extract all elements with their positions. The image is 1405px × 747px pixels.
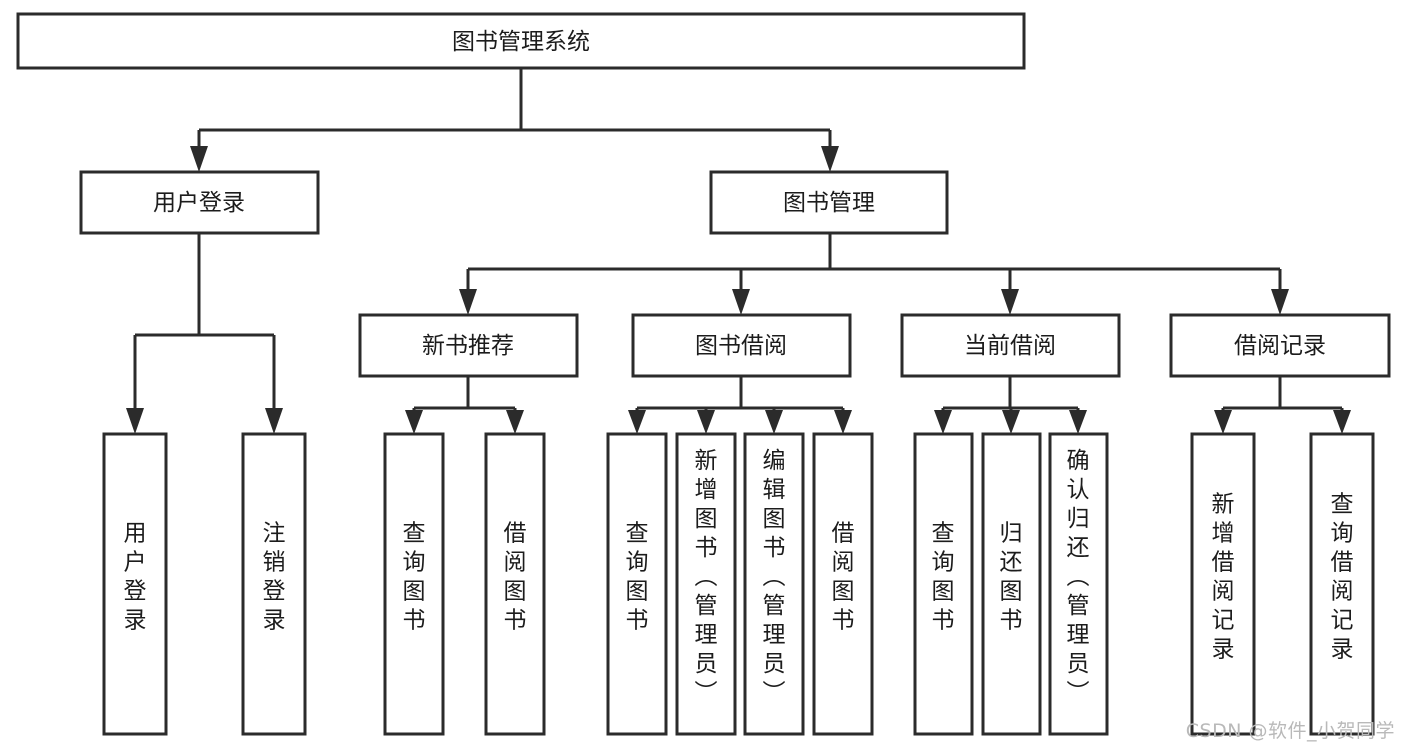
leaf-label-br-add-record: 新增借阅记录 — [1212, 492, 1235, 663]
arrow-icon-book-manage — [821, 146, 839, 172]
leaf-label-bb-edit-book: 编辑图书︵管理员︶ — [763, 448, 786, 706]
leaf-box-user-login[interactable] — [102, 432, 168, 736]
node-book-manage[interactable]: 图书管理 — [709, 170, 949, 235]
leaf-label-cb-confirm-return: 确认归还︵管理员︶ — [1067, 448, 1090, 706]
node-root-label: 图书管理系统 — [452, 29, 590, 55]
arrow-icon-leaf-user-login — [126, 408, 144, 434]
node-new-book-label: 新书推荐 — [422, 333, 514, 359]
node-book-borrow-box[interactable] — [631, 313, 852, 378]
leaf-box-cb-return-book[interactable] — [981, 432, 1042, 736]
leaf-label-cb-return-book: 归还图书 — [1000, 521, 1023, 634]
leaf-label-logout: 注销登录 — [263, 521, 286, 634]
leaf-box-br-query-record[interactable] — [1309, 432, 1375, 736]
leaf-box-bb-edit-book[interactable] — [743, 432, 805, 736]
node-current-borrow-label: 当前借阅 — [964, 333, 1056, 359]
leaf-box-cb-query-book[interactable] — [913, 432, 974, 736]
leaf-label-nb-query-book: 查询图书 — [403, 521, 426, 634]
leaf-node-bb-edit-book[interactable]: 编辑图书︵管理员︶ — [743, 432, 805, 736]
leaf-label-nb-borrow-book: 借阅图书 — [504, 521, 527, 634]
arrow-icon-new-book — [459, 289, 477, 315]
node-new-book[interactable]: 新书推荐 — [358, 313, 579, 378]
csdn-watermark: CSDN @软件_小贺同学 — [1185, 720, 1395, 742]
leaf-box-logout[interactable] — [241, 432, 307, 736]
leaf-node-cb-confirm-return[interactable]: 确认归还︵管理员︶ — [1048, 432, 1109, 736]
arrow-icon-leaf-bb-add — [697, 410, 715, 434]
arrow-icon-current-borrow — [1001, 289, 1019, 315]
node-root[interactable]: 图书管理系统 — [16, 12, 1026, 70]
arrow-icon-leaf-cb-confirm — [1069, 410, 1087, 434]
leaf-label-bb-add-book: 新增图书︵管理员︶ — [695, 448, 718, 706]
leaf-node-bb-borrow-book[interactable]: 借阅图书 — [812, 432, 874, 736]
leaf-box-nb-query-book[interactable] — [383, 432, 445, 736]
leaf-node-nb-borrow-book[interactable]: 借阅图书 — [484, 432, 546, 736]
node-current-borrow-box[interactable] — [900, 313, 1121, 378]
leaf-box-br-add-record[interactable] — [1190, 432, 1256, 736]
node-borrow-record-label: 借阅记录 — [1234, 333, 1326, 359]
leaf-box-nb-borrow-book[interactable] — [484, 432, 546, 736]
arrow-icon-book-borrow — [732, 289, 750, 315]
node-new-book-box[interactable] — [358, 313, 579, 378]
leaf-label-br-query-record: 查询借阅记录 — [1331, 492, 1354, 663]
node-user-login[interactable]: 用户登录 — [79, 170, 320, 235]
arrow-icon-leaf-nb-query — [405, 410, 423, 434]
leaf-node-br-add-record[interactable]: 新增借阅记录 — [1190, 432, 1256, 736]
leaf-node-cb-query-book[interactable]: 查询图书 — [913, 432, 974, 736]
arrow-icon-leaf-br-query — [1333, 410, 1351, 434]
arrow-icon-leaf-bb-query — [628, 410, 646, 434]
leaf-box-bb-borrow-book[interactable] — [812, 432, 874, 736]
arrow-icon-leaf-cb-query — [934, 410, 952, 434]
node-root-box[interactable] — [16, 12, 1026, 70]
node-book-manage-box[interactable] — [709, 170, 949, 235]
node-borrow-record-box[interactable] — [1169, 313, 1391, 378]
arrow-icon-leaf-nb-borrow — [506, 410, 524, 434]
node-book-borrow-label: 图书借阅 — [695, 333, 787, 359]
leaf-node-cb-return-book[interactable]: 归还图书 — [981, 432, 1042, 736]
leaf-node-nb-query-book[interactable]: 查询图书 — [383, 432, 445, 736]
connector-layer — [133, 68, 1344, 410]
leaf-layer: 用户登录 注销登录 查询图书 借阅图书 查询图书 新增图书︵管理员︶ — [102, 432, 1375, 736]
arrow-icon-leaf-logout — [265, 408, 283, 434]
leaf-node-bb-add-book[interactable]: 新增图书︵管理员︶ — [675, 432, 737, 736]
leaf-node-br-query-record[interactable]: 查询借阅记录 — [1309, 432, 1375, 736]
node-user-login-box[interactable] — [79, 170, 320, 235]
arrow-icon-leaf-bb-borrow — [834, 410, 852, 434]
leaf-box-bb-query-book[interactable] — [606, 432, 668, 736]
leaf-box-cb-confirm-return[interactable] — [1048, 432, 1109, 736]
arrow-icon-leaf-bb-edit — [765, 410, 783, 434]
arrow-icon-leaf-cb-return — [1002, 410, 1020, 434]
leaf-label-bb-query-book: 查询图书 — [626, 521, 649, 634]
node-book-manage-label: 图书管理 — [783, 190, 875, 216]
leaf-label-bb-borrow-book: 借阅图书 — [832, 521, 855, 634]
leaf-label-user-login: 用户登录 — [124, 521, 147, 634]
node-borrow-record[interactable]: 借阅记录 — [1169, 313, 1391, 378]
leaf-node-logout[interactable]: 注销登录 — [241, 432, 307, 736]
node-current-borrow[interactable]: 当前借阅 — [900, 313, 1121, 378]
arrow-icon-leaf-br-add — [1214, 410, 1232, 434]
leaf-node-user-login[interactable]: 用户登录 — [102, 432, 168, 736]
arrow-icon-user-login — [190, 146, 208, 172]
leaf-box-bb-add-book[interactable] — [675, 432, 737, 736]
leaf-node-bb-query-book[interactable]: 查询图书 — [606, 432, 668, 736]
node-user-login-label: 用户登录 — [153, 190, 245, 216]
node-book-borrow[interactable]: 图书借阅 — [631, 313, 852, 378]
arrowhead-layer — [126, 146, 1351, 434]
leaf-label-cb-query-book: 查询图书 — [932, 521, 955, 634]
arrow-icon-borrow-record — [1271, 289, 1289, 315]
